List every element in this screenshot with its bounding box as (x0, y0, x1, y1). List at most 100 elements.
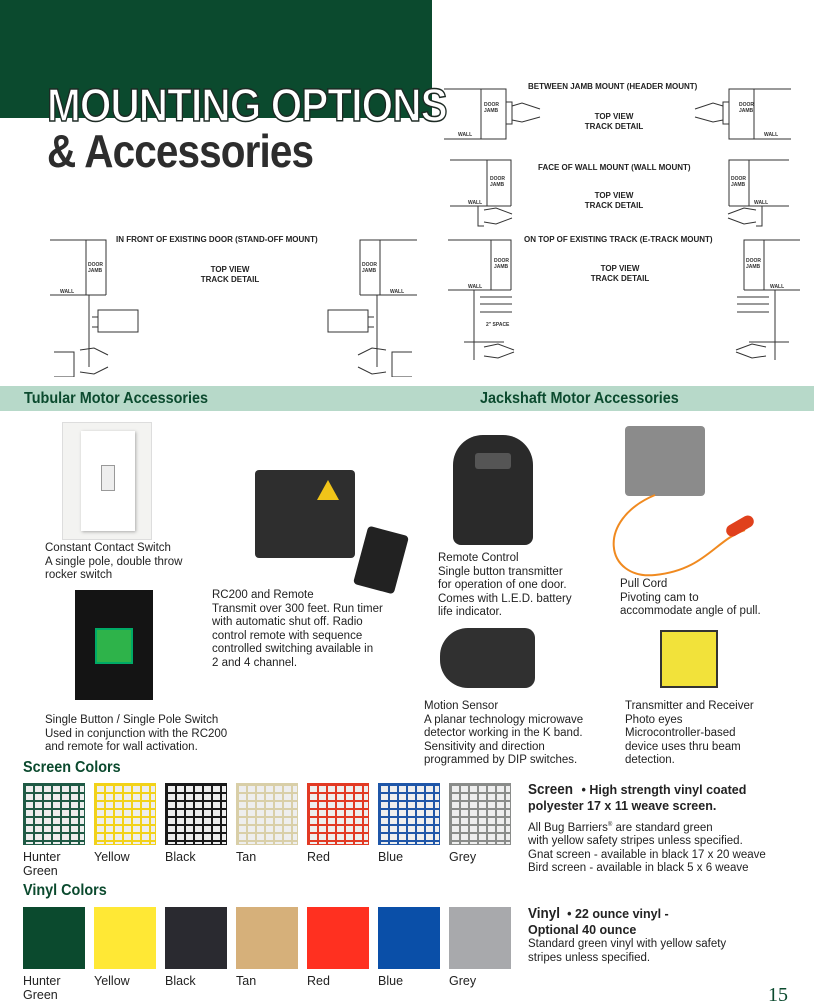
diagram-etrack-mount: ON TOP OF EXISTING TRACK (E-TRACK MOUNT)… (444, 232, 814, 362)
color-swatch (449, 907, 511, 969)
wall-label: WALL (458, 132, 473, 138)
color-swatch-item: Hunter Green (23, 907, 85, 1002)
color-label: Black (165, 974, 196, 988)
color-label: Blue (378, 974, 404, 988)
color-swatch-item: Tan (236, 907, 298, 988)
section-title-tubular: Tubular Motor Accessories (24, 390, 209, 407)
color-label: Grey (449, 974, 477, 988)
wall-label: WALL (60, 289, 75, 295)
rc200-image (255, 470, 355, 558)
diagram-title: IN FRONT OF EXISTING DOOR (STAND-OFF MOU… (116, 235, 318, 244)
track-drawing (450, 159, 789, 227)
screen-info: Screen • High strength vinyl coated poly… (528, 781, 814, 876)
color-swatch (449, 783, 511, 845)
track-drawing (444, 88, 791, 140)
wall-label: WALL (390, 289, 405, 295)
page-title: MOUNTING OPTIONS (46, 78, 448, 132)
color-swatch (165, 907, 227, 969)
remote-image (352, 525, 410, 595)
color-swatch (378, 907, 440, 969)
vinyl-bold-line: Optional 40 ounce (528, 923, 637, 937)
section-title-jackshaft: Jackshaft Motor Accessories (480, 390, 679, 407)
color-label: Black (165, 850, 196, 864)
photo-eye-image (660, 630, 718, 688)
color-swatch-item: Yellow (94, 907, 156, 988)
color-swatch-item: Blue (378, 783, 440, 864)
color-swatch-item: Red (307, 783, 369, 864)
color-label: Yellow (94, 974, 130, 988)
single-button-switch-image (75, 590, 153, 700)
color-swatch (236, 907, 298, 969)
color-swatch-item: Grey (449, 783, 511, 864)
diagram-header-mount: BETWEEN JAMB MOUNT (HEADER MOUNT) TOP VI… (444, 80, 814, 140)
diagram-standoff-mount: IN FRONT OF EXISTING DOOR (STAND-OFF MOU… (40, 232, 430, 377)
page-number: 15 (768, 984, 788, 1006)
color-swatch (378, 783, 440, 845)
wall-label: WALL (468, 284, 483, 290)
diagram-title: ON TOP OF EXISTING TRACK (E-TRACK MOUNT) (524, 235, 713, 244)
color-swatch (94, 907, 156, 969)
screen-info-line: Bird screen - available in black 5 x 6 w… (528, 862, 749, 875)
pull-cord-image (625, 426, 705, 496)
section-title-vinyl-colors: Vinyl Colors (23, 882, 107, 899)
rocker-switch-image (62, 422, 152, 540)
color-swatch-item: Red (307, 907, 369, 988)
diagram-caption-line: TRACK DETAIL (584, 122, 644, 131)
track-drawing (448, 239, 800, 360)
track-drawing (50, 239, 417, 377)
color-label: Yellow (94, 850, 130, 864)
color-swatch (94, 783, 156, 845)
color-swatch-item: Blue (378, 907, 440, 988)
diagram-title: FACE OF WALL MOUNT (WALL MOUNT) (538, 163, 691, 172)
color-swatch-item: Black (165, 907, 227, 988)
wall-label: WALL (468, 200, 483, 206)
diagram-caption-line: TOP VIEW (594, 112, 634, 121)
wall-label: WALL (754, 200, 769, 206)
screen-heading: Screen (528, 781, 574, 798)
color-swatch (307, 783, 369, 845)
pull-cord-rope (612, 494, 754, 577)
color-swatch-item: Hunter Green (23, 783, 85, 878)
color-swatch-item: Tan (236, 783, 298, 864)
section-band (0, 386, 814, 411)
vinyl-info-line: Standard green vinyl with yellow safety (528, 938, 727, 950)
color-label: Red (307, 974, 330, 988)
diagram-title: BETWEEN JAMB MOUNT (HEADER MOUNT) (528, 82, 698, 91)
color-swatch (23, 907, 85, 969)
motion-sensor-image (440, 628, 535, 688)
color-label: Tan (236, 974, 257, 988)
page-subtitle: & Accessories (47, 125, 314, 177)
color-label: Blue (378, 850, 404, 864)
space-label: 2" SPACE (486, 322, 510, 328)
color-label: Hunter Green (23, 974, 61, 1002)
remote-control-image (453, 435, 533, 545)
color-swatch (307, 907, 369, 969)
color-swatch (23, 783, 85, 845)
vinyl-info-line: stripes unless specified. (528, 951, 651, 964)
screen-info-line: with yellow safety stripes unless specif… (528, 835, 743, 848)
color-swatch-item: Yellow (94, 783, 156, 864)
vinyl-info: Vinyl • 22 ounce vinyl - Optional 40 oun… (528, 905, 814, 965)
section-title-screen-colors: Screen Colors (23, 759, 121, 776)
color-swatch (165, 783, 227, 845)
screen-bold-line: polyester 17 x 11 weave screen. (528, 799, 717, 813)
vinyl-heading: Vinyl (528, 905, 561, 922)
color-swatch (236, 783, 298, 845)
color-label: Red (307, 850, 330, 864)
color-label: Grey (449, 850, 477, 864)
